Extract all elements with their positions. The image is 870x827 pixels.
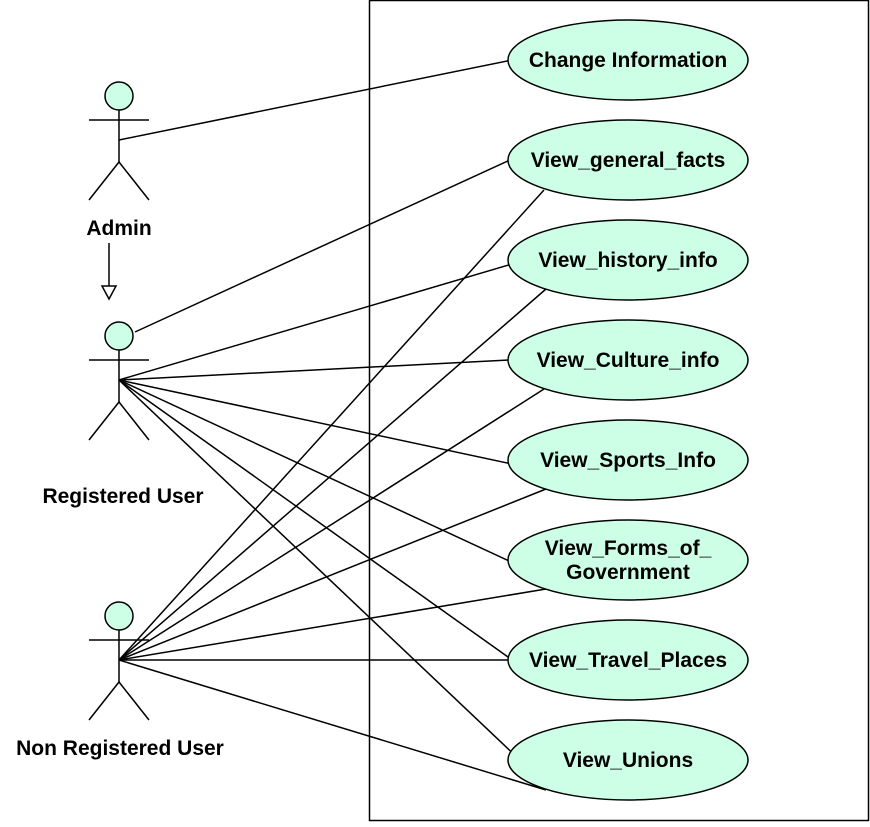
use-case-ellipse xyxy=(507,19,749,101)
association-nonregistered-history_info[interactable] xyxy=(118,288,547,661)
use-case-label: View_Culture_info xyxy=(537,349,720,372)
use-case-history-info[interactable]: View_history_info xyxy=(507,219,749,301)
generalization-arrowhead xyxy=(100,285,118,301)
stick-figure-icon xyxy=(88,601,150,721)
actor-label: Admin xyxy=(86,217,151,240)
generalization-admin-registered[interactable] xyxy=(100,243,118,301)
use-case-change-info[interactable]: Change Information xyxy=(507,19,749,101)
actor-admin[interactable]: Admin xyxy=(86,81,152,240)
association-nonregistered-general_facts[interactable] xyxy=(118,189,545,661)
associations xyxy=(118,59,547,791)
association-nonregistered-culture_info[interactable] xyxy=(118,388,545,661)
association-registered-sports_info[interactable] xyxy=(118,379,513,465)
association-registered-general_facts[interactable] xyxy=(134,159,511,333)
generalizations xyxy=(100,243,118,301)
association-nonregistered-sports_info[interactable] xyxy=(118,488,547,661)
use-case-label: Government xyxy=(566,561,690,584)
use-case-label: View_history_info xyxy=(538,249,717,272)
use-case-label: View_Sports_Info xyxy=(540,449,716,472)
use-case-ellipse xyxy=(507,519,749,601)
use-case-unions[interactable]: View_Unions xyxy=(507,719,749,801)
association-registered-travel_places[interactable] xyxy=(118,379,516,663)
use-case-ellipse xyxy=(507,419,749,501)
association-registered-forms_gov[interactable] xyxy=(118,379,523,568)
use-case-label: Change Information xyxy=(529,49,727,72)
stick-figure-icon xyxy=(88,321,150,441)
association-admin-change_info[interactable] xyxy=(118,59,513,141)
use-case-label: View_general_facts xyxy=(531,149,726,172)
use-case-culture-info[interactable]: View_Culture_info xyxy=(507,319,749,401)
use-case-forms-gov[interactable]: View_Forms_of_Government xyxy=(507,519,749,601)
use-case-ellipse xyxy=(507,319,749,401)
use-case-travel-places[interactable]: View_Travel_Places xyxy=(507,619,749,701)
association-registered-culture_info[interactable] xyxy=(118,359,511,381)
use-cases: Change InformationView_general_factsView… xyxy=(507,19,749,801)
use-case-ellipse xyxy=(507,619,749,701)
use-case-ellipse xyxy=(507,219,749,301)
actor-registered[interactable]: Registered User xyxy=(42,321,204,508)
use-case-ellipse xyxy=(507,119,749,201)
system-boundary[interactable] xyxy=(368,0,870,822)
use-case-ellipse xyxy=(507,719,749,801)
actor-label: Registered User xyxy=(42,485,203,508)
association-nonregistered-forms_gov[interactable] xyxy=(118,588,547,661)
use-case-sports-info[interactable]: View_Sports_Info xyxy=(507,419,749,501)
stick-figure-icon xyxy=(88,81,150,201)
use-case-label: View_Unions xyxy=(563,749,693,772)
association-registered-history_info[interactable] xyxy=(118,263,513,381)
use-case-general-facts[interactable]: View_general_facts xyxy=(507,119,749,201)
use-case-label: View_Forms_of_ xyxy=(545,537,712,560)
actor-nonregistered[interactable]: Non Registered User xyxy=(16,601,224,760)
actor-label: Non Registered User xyxy=(16,737,224,760)
association-nonregistered-unions[interactable] xyxy=(118,659,547,791)
use-case-label: View_Travel_Places xyxy=(529,649,727,672)
association-registered-unions[interactable] xyxy=(118,379,523,763)
